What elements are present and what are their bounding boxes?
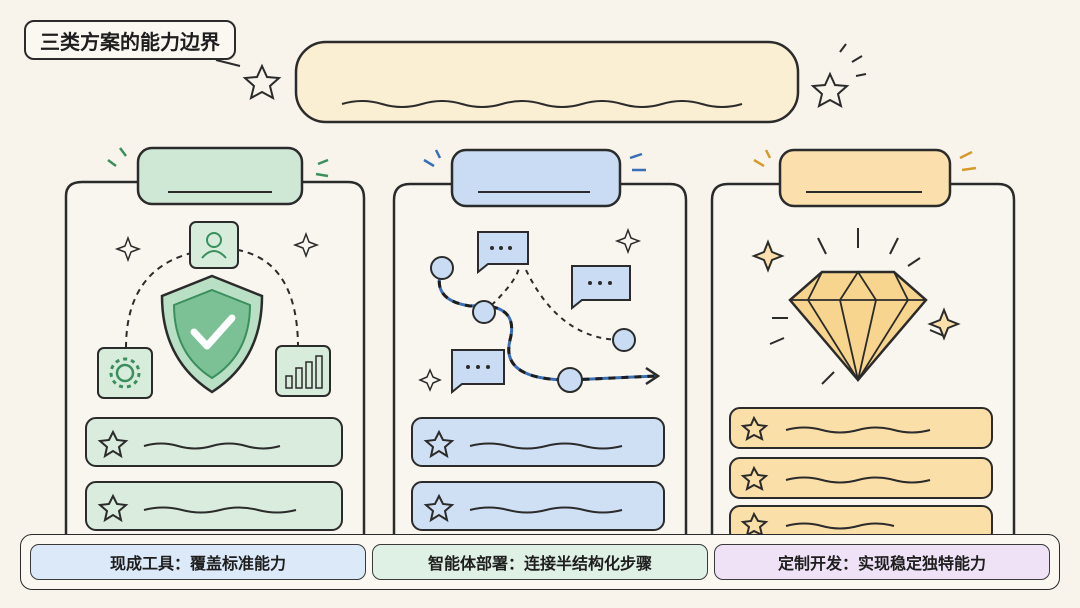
tag-agent: 智能体部署：连接半结构化步骤 — [372, 544, 708, 580]
star-icon — [810, 71, 850, 108]
star-icon — [740, 415, 769, 442]
star-icon — [740, 465, 769, 492]
bar-chart-icon — [275, 345, 331, 397]
header-banner — [294, 40, 800, 124]
sparkle-icon — [114, 231, 320, 263]
list-item — [411, 481, 665, 531]
tag-custom-label: 定制开发：实现稳定独特能力 — [777, 554, 986, 573]
tag-tools-label: 现成工具：覆盖标准能力 — [109, 554, 286, 573]
list-item — [729, 407, 993, 449]
column-agent — [392, 148, 688, 540]
sparkle-icon — [418, 227, 642, 392]
list-item — [85, 481, 343, 531]
workflow-path-icon — [430, 256, 661, 393]
star-icon — [423, 429, 455, 459]
chat-bubble-icon — [451, 349, 505, 395]
column-custom — [710, 148, 1016, 543]
column-tools — [64, 146, 366, 540]
gear-icon — [97, 347, 153, 399]
shield-check-icon — [160, 274, 264, 394]
star-icon — [97, 493, 129, 523]
star-icon — [97, 429, 129, 459]
list-item — [85, 417, 343, 467]
star-icon — [242, 63, 282, 100]
tag-custom: 定制开发：实现稳定独特能力 — [714, 544, 1050, 580]
sparkle-icon — [751, 239, 961, 341]
star-icon — [740, 511, 769, 538]
chat-bubble-icon — [477, 231, 529, 275]
tag-agent-label: 智能体部署：连接半结构化步骤 — [427, 554, 652, 573]
tag-tools: 现成工具：覆盖标准能力 — [30, 544, 366, 580]
star-icon — [423, 493, 455, 523]
card-tab-tools — [136, 146, 304, 206]
card-tab-agent — [450, 148, 622, 208]
card-tab-custom — [778, 148, 952, 208]
diamond-icon — [769, 228, 945, 385]
person-icon — [189, 221, 239, 269]
page-title: 三类方案的能力边界 — [24, 20, 236, 60]
list-item — [411, 417, 665, 467]
list-item — [729, 505, 993, 543]
list-item — [729, 457, 993, 499]
chat-bubble-icon — [571, 265, 631, 311]
